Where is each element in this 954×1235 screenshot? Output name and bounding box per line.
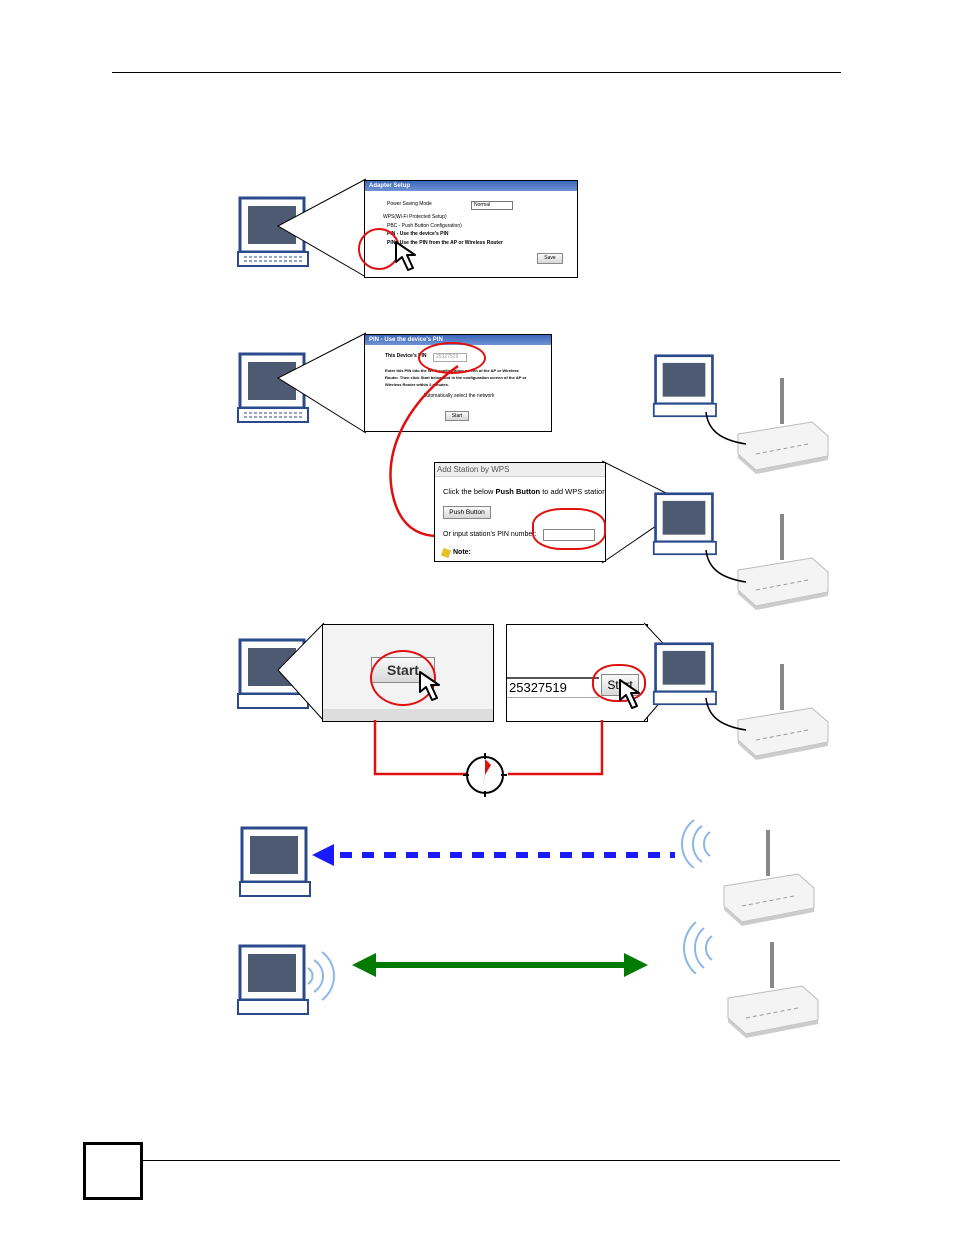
step2-callout-pointer	[276, 332, 367, 434]
step4-pc-icon	[239, 826, 311, 897]
step2-router-icon	[737, 378, 829, 474]
step3-cable	[705, 697, 747, 731]
step2-remote-pc-icon	[652, 354, 717, 418]
green-double-arrow	[352, 953, 648, 977]
page-number-box	[83, 1142, 143, 1200]
step1-callout-pointer	[276, 178, 367, 278]
step3-left-highlight-ring	[370, 650, 436, 706]
step5-router-icon	[727, 942, 819, 1038]
header-rule	[112, 72, 841, 73]
stopwatch-icon	[463, 753, 507, 797]
step2-instructions-3: Wireless Router within 2 minutes.	[385, 382, 449, 387]
pin-input-label: Or input station's PIN number:	[443, 531, 537, 538]
station-pin-highlight-ring	[532, 508, 606, 550]
option-pbc[interactable]: PBC - Push Button Configuration)	[387, 223, 462, 229]
timer-bracket	[373, 720, 604, 776]
device-pin-label: This Device's PIN	[385, 353, 427, 359]
power-saving-label: Power Saving Mode	[387, 201, 432, 207]
note-icon	[440, 547, 452, 559]
step2-instructions-2: Router. Then click Start below and in th…	[385, 375, 527, 380]
step2b-router-icon	[737, 514, 829, 610]
step2b-cable	[705, 549, 747, 583]
step4-wifi-waves-icon	[681, 819, 711, 868]
save-button[interactable]: Save	[537, 253, 563, 264]
step1-title: Adapter Setup	[365, 181, 577, 191]
step3-left-callout-pointer	[277, 622, 325, 722]
panel-bottom-bar	[323, 709, 493, 721]
step4-router-icon	[723, 830, 815, 926]
footer-rule	[140, 1160, 840, 1161]
auto-select-checkbox[interactable]: Automatically select the network	[423, 393, 495, 399]
option-pin-ap[interactable]: PIN - Use the PIN from the AP or Wireles…	[387, 240, 503, 246]
step2-start-button[interactable]: Start	[445, 411, 469, 421]
step1-cursor-icon	[395, 241, 416, 271]
push-button[interactable]: Push Button	[443, 506, 491, 519]
step3-router-icon	[737, 664, 829, 760]
step3-pin-field[interactable]: 25327519	[507, 677, 599, 698]
option-pin-device[interactable]: PIN - Use the device's PIN	[387, 231, 449, 237]
step3-right-cursor-icon	[619, 679, 640, 709]
step2-cable	[705, 411, 747, 445]
step3-left-cursor-icon	[419, 671, 440, 701]
step5-wifi-waves-icon	[683, 921, 713, 974]
step2b-pc-icon	[652, 492, 717, 556]
note-label: Note:	[453, 549, 471, 556]
step5-pc-icon	[237, 944, 309, 1015]
blue-dashed-arrow	[312, 844, 675, 866]
step2-pin-highlight-ring	[418, 342, 486, 374]
step3-remote-pc-icon	[652, 642, 717, 706]
add-station-instruction: Click the below Push Button to add WPS s…	[443, 487, 606, 496]
step2-title: PIN - Use the device's PIN	[365, 335, 551, 345]
step5-pc-wifi-waves-icon	[307, 951, 335, 1001]
power-saving-select[interactable]: Normal	[471, 201, 513, 210]
wps-checkbox[interactable]: WPS(Wi-Fi Protected Setup)	[383, 214, 447, 220]
step3-right-highlight-ring	[592, 664, 646, 702]
step1-adapter-setup-panel: Adapter Setup Power Saving Mode Normal W…	[364, 180, 578, 278]
add-station-title: Add Station by WPS	[435, 463, 605, 477]
